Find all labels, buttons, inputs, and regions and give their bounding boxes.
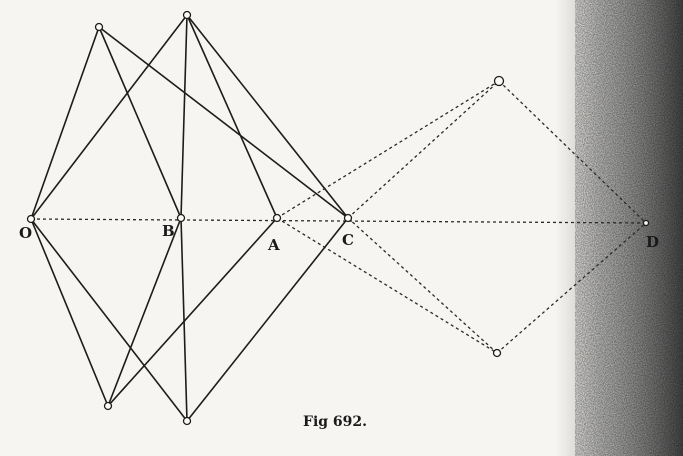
label-o: O [19, 224, 32, 242]
dashed-link-c-lower [347, 217, 498, 354]
pivot-upper-dashed [493, 75, 505, 87]
bar-bottom2-b [180, 217, 188, 422]
bar-o-top2 [30, 14, 188, 220]
label-d: D [646, 233, 659, 251]
dashed-link-a-upper [276, 80, 500, 219]
bar-top2-a [186, 14, 278, 219]
bar-top1-c [98, 26, 349, 219]
bar-bottom1-b [107, 217, 182, 407]
pivot-bottom1 [103, 401, 113, 411]
label-a: A [267, 236, 280, 254]
dashed-link-upper-d [498, 80, 647, 224]
bar-top1-b [98, 26, 182, 219]
pivot-o [26, 214, 36, 224]
pivot-bottom2 [182, 416, 192, 426]
bar-o-bottom1 [30, 218, 109, 407]
pivot-b [176, 213, 186, 223]
pivot-top1 [94, 22, 104, 32]
label-b: B [162, 222, 175, 240]
pivot-d [642, 219, 650, 227]
figure-caption: Fig 692. [303, 414, 367, 430]
page-edge-grain [575, 0, 683, 456]
pivot-a [272, 213, 282, 223]
dashed-link-a-lower [276, 217, 498, 354]
bar-top2-b [180, 14, 188, 219]
dashed-link-lower-d [496, 222, 647, 354]
dashed-link-c-upper [347, 80, 500, 219]
pivot-c [343, 213, 353, 223]
label-c: C [342, 231, 354, 249]
pivot-lower-dashed [492, 348, 502, 358]
bar-top2-c [186, 14, 349, 219]
bar-o-bottom2 [30, 218, 188, 422]
bar-bottom2-c [186, 217, 349, 422]
pivot-top2 [182, 10, 192, 20]
bar-o-top1 [30, 26, 100, 220]
bar-bottom1-a [107, 217, 278, 407]
axis-line [30, 218, 647, 224]
